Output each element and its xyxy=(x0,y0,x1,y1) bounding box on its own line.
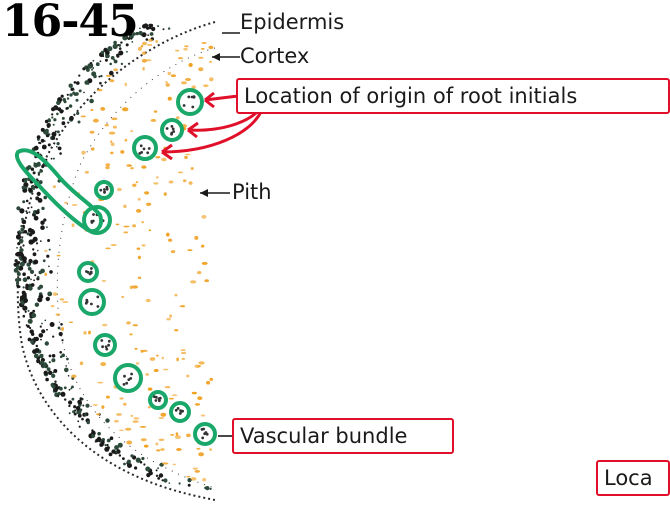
leader-arrowheads xyxy=(200,53,220,197)
epidermis-label: Epidermis xyxy=(240,10,344,34)
leader-lines xyxy=(200,33,240,436)
root-initials-label: Location of origin of root initials xyxy=(236,78,670,114)
cut-off-label: Loca xyxy=(596,460,670,496)
pith-label: Pith xyxy=(232,180,272,204)
cortex-label: Cortex xyxy=(240,44,309,68)
figure-number: 16-45 xyxy=(2,0,138,47)
vascular-bundle-label: Vascular bundle xyxy=(232,418,454,454)
vascular-bundles xyxy=(79,90,215,444)
